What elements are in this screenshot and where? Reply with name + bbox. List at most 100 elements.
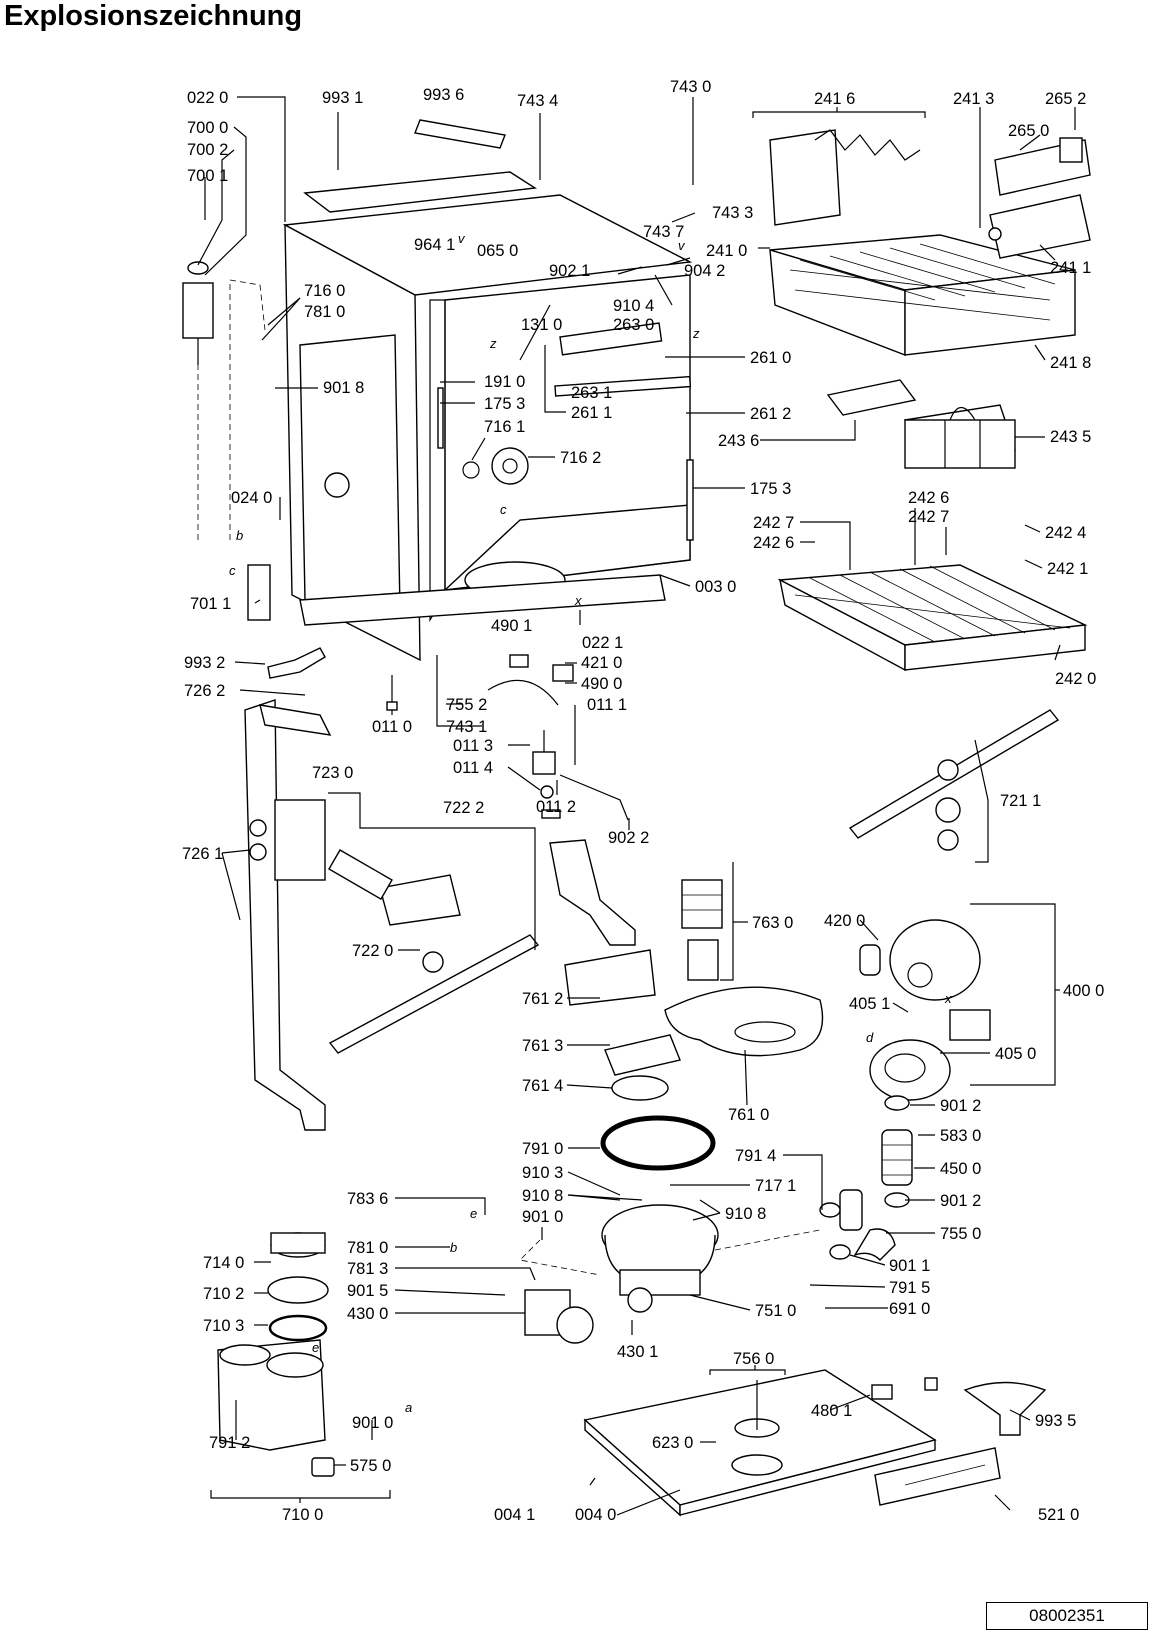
part-label: 243 6 (718, 432, 759, 450)
part-label: 710 3 (203, 1317, 244, 1335)
part-label: 755 0 (940, 1225, 981, 1243)
page-title: Explosionszeichnung (4, 0, 303, 32)
part-label: 191 0 (484, 373, 525, 391)
part-label: 743 3 (712, 204, 753, 222)
leader-lines (197, 96, 1076, 1516)
sump-and-pump-illustration (524, 879, 991, 1344)
part-label: 716 0 (304, 282, 345, 300)
part-label: 901 0 (352, 1414, 393, 1432)
connector-letter: d (866, 1030, 874, 1045)
water-pipe-illustration (244, 699, 636, 1131)
part-label: 241 6 (814, 90, 855, 108)
part-label: 901 5 (347, 1282, 388, 1300)
part-label: 490 1 (491, 617, 532, 635)
part-labels: 022 0 993 1 993 6 743 4 743 0 241 6 241 … (182, 78, 1104, 1524)
part-label: 791 2 (209, 1434, 250, 1452)
part-label: 791 4 (735, 1147, 776, 1165)
part-label: 242 7 (753, 514, 794, 532)
part-label: 902 2 (608, 829, 649, 847)
upper-basket-illustration (769, 129, 1091, 357)
part-label: 716 2 (560, 449, 601, 467)
misc-parts-illustration (182, 261, 629, 821)
part-label: 241 8 (1050, 354, 1091, 372)
part-label: 993 1 (322, 89, 363, 107)
part-label: 405 1 (849, 995, 890, 1013)
connector-letter: e (312, 1340, 319, 1355)
part-label: 700 0 (187, 119, 228, 137)
part-label: 011 3 (453, 737, 493, 755)
part-label: 430 0 (347, 1305, 388, 1323)
part-label: 011 0 (372, 718, 412, 736)
part-label: 004 1 (494, 1506, 535, 1524)
part-label: 265 2 (1045, 90, 1086, 108)
part-label: 450 0 (940, 1160, 981, 1178)
part-label: 022 0 (187, 89, 228, 107)
part-label: 763 0 (752, 914, 793, 932)
part-label: 011 1 (587, 696, 627, 714)
connector-letter: v (678, 238, 686, 253)
part-label: 261 0 (750, 349, 791, 367)
part-label: 781 0 (304, 303, 345, 321)
part-label: 901 0 (522, 1208, 563, 1226)
part-label: 901 2 (940, 1097, 981, 1115)
part-label: 710 2 (203, 1285, 244, 1303)
part-label: 263 0 (613, 316, 654, 334)
part-label: 751 0 (755, 1302, 796, 1320)
part-label: 430 1 (617, 1343, 658, 1361)
part-label: 691 0 (889, 1300, 930, 1318)
part-label: 721 1 (1000, 792, 1041, 810)
part-label: 583 0 (940, 1127, 981, 1145)
connector-letter: c (500, 502, 507, 517)
part-label: 716 1 (484, 418, 525, 436)
part-label: 993 5 (1035, 1412, 1076, 1430)
part-label: 241 1 (1050, 259, 1091, 277)
part-label: 761 0 (728, 1106, 769, 1124)
part-label: 743 4 (517, 92, 558, 110)
part-label: 722 2 (443, 799, 484, 817)
part-label: 405 0 (995, 1045, 1036, 1063)
part-label: 242 4 (1045, 524, 1086, 542)
part-label: 743 0 (670, 78, 711, 96)
part-label: 011 4 (453, 759, 493, 777)
tub-assembly-illustration (282, 119, 694, 662)
part-label: 420 0 (824, 912, 865, 930)
part-label: 242 7 (908, 508, 949, 526)
part-label: 700 2 (187, 141, 228, 159)
part-label: 265 0 (1008, 122, 1049, 140)
part-label: 243 5 (1050, 428, 1091, 446)
part-label: 241 0 (706, 242, 747, 260)
part-label: 623 0 (652, 1434, 693, 1452)
part-label: 781 0 (347, 1239, 388, 1257)
part-label: 400 0 (1063, 982, 1104, 1000)
part-label: 755 2 (446, 696, 487, 714)
part-label: 011 2 (536, 798, 576, 816)
part-label: 175 3 (750, 480, 791, 498)
part-label: 263 1 (571, 384, 612, 402)
connector-letter: x (574, 593, 582, 608)
part-label: 490 0 (581, 675, 622, 693)
connector-letter: c (229, 563, 236, 578)
softener-assembly-illustration (217, 1232, 335, 1477)
part-label: 743 7 (643, 223, 684, 241)
part-label: 521 0 (1038, 1506, 1079, 1524)
part-label: 902 1 (549, 262, 590, 280)
part-label: 701 1 (190, 595, 231, 613)
part-label: 710 0 (282, 1506, 323, 1524)
part-label: 993 6 (423, 86, 464, 104)
part-label: 480 1 (811, 1402, 852, 1420)
part-label: 910 8 (725, 1205, 766, 1223)
part-label: 004 0 (575, 1506, 616, 1524)
part-label: 901 1 (889, 1257, 930, 1275)
lower-basket-illustration (777, 379, 1088, 672)
connector-letter: a (405, 1400, 412, 1415)
part-label: 024 0 (231, 489, 272, 507)
part-label: 901 2 (940, 1192, 981, 1210)
part-label: 761 3 (522, 1037, 563, 1055)
spray-arm-illustration (328, 709, 1060, 1054)
part-label: 261 1 (571, 404, 612, 422)
part-label: 242 1 (1047, 560, 1088, 578)
part-label: 242 6 (908, 489, 949, 507)
part-label: 261 2 (750, 405, 791, 423)
connector-letter: z (692, 326, 700, 341)
